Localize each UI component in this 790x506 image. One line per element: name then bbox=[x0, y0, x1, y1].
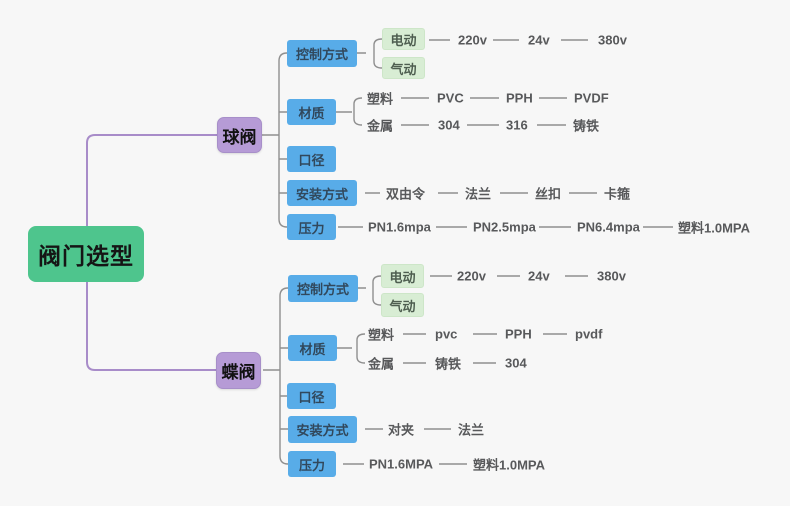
chain-text-node[interactable]: pvdf bbox=[575, 326, 603, 342]
chain-text-node[interactable]: PN1.6mpa bbox=[368, 219, 431, 235]
chain-text-node[interactable]: 304 bbox=[438, 117, 460, 133]
chain-text-node[interactable]: 220v bbox=[457, 268, 486, 284]
chain-text-node[interactable]: 铸铁 bbox=[573, 118, 600, 134]
topic-node-diameter-ball[interactable]: 口径 bbox=[287, 146, 336, 172]
chain-text-node[interactable]: 法兰 bbox=[458, 422, 485, 438]
chain-text-node[interactable]: 380v bbox=[598, 32, 627, 48]
chain-text-node[interactable]: 法兰 bbox=[465, 186, 492, 202]
branch-connector-lines bbox=[86, 134, 217, 371]
chain-text-node[interactable]: 丝扣 bbox=[535, 186, 562, 202]
topic-node-material-butterfly[interactable]: 材质 bbox=[288, 335, 337, 361]
subtopic-node-pneumatic-butterfly[interactable]: 气动 bbox=[381, 293, 424, 317]
chain-text-node[interactable]: PN2.5mpa bbox=[473, 219, 536, 235]
chain-text-node[interactable]: 对夹 bbox=[388, 422, 415, 438]
chain-text-node[interactable]: 380v bbox=[597, 268, 626, 284]
chain-text-node[interactable]: 塑料 bbox=[367, 91, 394, 107]
chain-text-node[interactable]: 金属 bbox=[367, 118, 394, 134]
chain-text-node[interactable]: 塑料1.0MPA bbox=[678, 220, 750, 236]
chain-text-node[interactable]: 塑料 bbox=[368, 327, 395, 343]
topic-node-pressure-ball[interactable]: 压力 bbox=[287, 214, 336, 240]
chain-text-node[interactable]: 双由令 bbox=[386, 186, 426, 202]
branch-node-ball-valve[interactable]: 球阀 bbox=[217, 117, 262, 153]
subtopic-node-electric-butterfly[interactable]: 电动 bbox=[381, 264, 424, 288]
chain-text-node[interactable]: PN6.4mpa bbox=[577, 219, 640, 235]
subtopic-node-electric-ball[interactable]: 电动 bbox=[382, 28, 425, 50]
topic-node-material-ball[interactable]: 材质 bbox=[287, 99, 336, 125]
chain-text-node[interactable]: 316 bbox=[506, 117, 528, 133]
topic-node-diameter-butterfly[interactable]: 口径 bbox=[287, 383, 336, 409]
topic-node-control-method-butterfly[interactable]: 控制方式 bbox=[288, 275, 358, 302]
chain-text-node[interactable]: PVC bbox=[437, 90, 464, 106]
branch-node-butterfly-valve[interactable]: 蝶阀 bbox=[216, 352, 261, 389]
chain-text-node[interactable]: 24v bbox=[528, 32, 550, 48]
topic-node-control-method-ball[interactable]: 控制方式 bbox=[287, 40, 357, 67]
topic-node-mounting-butterfly[interactable]: 安装方式 bbox=[288, 416, 357, 443]
chain-text-node[interactable]: PPH bbox=[506, 90, 533, 106]
chain-text-node[interactable]: 24v bbox=[528, 268, 550, 284]
chain-text-node[interactable]: 金属 bbox=[368, 356, 395, 372]
chain-text-node[interactable]: pvc bbox=[435, 326, 458, 342]
chain-text-node[interactable]: PN1.6MPA bbox=[369, 456, 434, 472]
chain-text-node[interactable]: 卡箍 bbox=[604, 186, 631, 202]
chain-text-node[interactable]: PVDF bbox=[574, 90, 609, 106]
topic-connector-lines bbox=[262, 38, 673, 465]
topic-node-mounting-ball[interactable]: 安装方式 bbox=[287, 180, 357, 206]
chain-text-node[interactable]: 铸铁 bbox=[435, 356, 462, 372]
subtopic-node-pneumatic-ball[interactable]: 气动 bbox=[382, 57, 425, 79]
chain-text-node[interactable]: PPH bbox=[505, 326, 532, 342]
chain-text-node[interactable]: 塑料1.0MPA bbox=[473, 457, 545, 473]
root-node[interactable]: 阀门选型 bbox=[28, 226, 144, 282]
chain-text-node[interactable]: 220v bbox=[458, 32, 487, 48]
topic-node-pressure-butterfly[interactable]: 压力 bbox=[288, 451, 336, 477]
chain-text-node[interactable]: 304 bbox=[505, 355, 527, 371]
